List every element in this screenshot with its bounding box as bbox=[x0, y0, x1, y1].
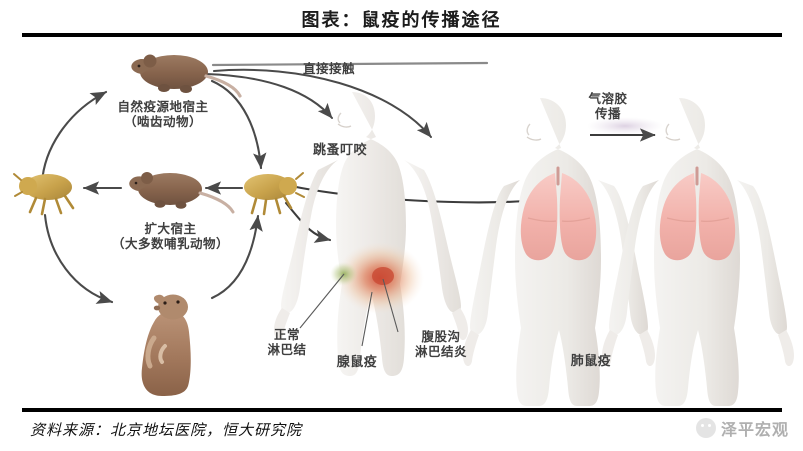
page-title: 图表：鼠疫的传播途径 bbox=[301, 10, 502, 30]
arrow-flea-left-to-prairie-dog bbox=[43, 213, 114, 304]
rat-middle-icon bbox=[129, 172, 235, 214]
aerosol-arrow bbox=[587, 117, 663, 142]
arrow-rat-to-human-pneumonic bbox=[213, 68, 432, 138]
label-direct-contact: 直接接触 bbox=[302, 62, 355, 76]
watermark: 泽平宏观 bbox=[695, 416, 789, 440]
rat-top-icon bbox=[131, 54, 242, 98]
transmission-diagram: 自然疫源地宿主 （啮齿动物） 扩大宿主 （大多数哺乳动物） 直接接触 跳蚤叮咬 … bbox=[0, 40, 803, 406]
diagram-canvas bbox=[13, 54, 795, 406]
label-amplifying-host: 扩大宿主 （大多数哺乳动物） bbox=[111, 222, 229, 252]
label-pneumonic-plague: 肺鼠疫 bbox=[570, 353, 612, 368]
human-pneumonic-right-icon bbox=[601, 98, 795, 406]
arrow-prairie-dog-to-flea-right bbox=[210, 214, 263, 300]
human-bubonic-icon bbox=[273, 92, 469, 376]
divider-bottom bbox=[22, 408, 782, 412]
arrow-rat-top-to-flea-right bbox=[210, 79, 267, 170]
label-inguinal-lymphadenitis: 腹股沟 淋巴结炎 bbox=[414, 330, 467, 360]
arrow-rat-to-human-bubonic bbox=[205, 73, 333, 119]
direct-contact-arrows bbox=[205, 61, 489, 138]
flea-left-icon bbox=[13, 173, 75, 216]
label-bubonic-plague: 腺鼠疫 bbox=[336, 354, 378, 369]
flea-right-icon bbox=[244, 172, 305, 216]
smiley-face-icon bbox=[695, 418, 716, 438]
label-aerosol-transmission: 气溶胶 传播 bbox=[588, 92, 628, 122]
lungs-left-icon bbox=[520, 166, 597, 261]
label-natural-reservoir-host: 自然疫源地宿主 （啮齿动物） bbox=[117, 100, 209, 130]
arrow-direct-contact-long bbox=[211, 61, 489, 67]
prairie-dog-icon bbox=[141, 294, 191, 396]
arrow-flea-to-rat-top bbox=[40, 90, 108, 185]
cycle-arrows bbox=[40, 79, 267, 304]
arrow-flea-to-pneumonic-chest bbox=[289, 184, 542, 208]
label-normal-lymph-node: 正常 淋巴结 bbox=[267, 328, 307, 358]
source-note: 资料来源：北京地坛医院，恒大研究院 bbox=[30, 423, 303, 439]
watermark-text: 泽平宏观 bbox=[720, 422, 789, 439]
label-flea-bite: 跳蚤叮咬 bbox=[312, 142, 367, 157]
divider-top bbox=[22, 33, 782, 37]
lungs-right-icon bbox=[659, 166, 736, 261]
human-pneumonic-left-icon bbox=[462, 98, 656, 406]
